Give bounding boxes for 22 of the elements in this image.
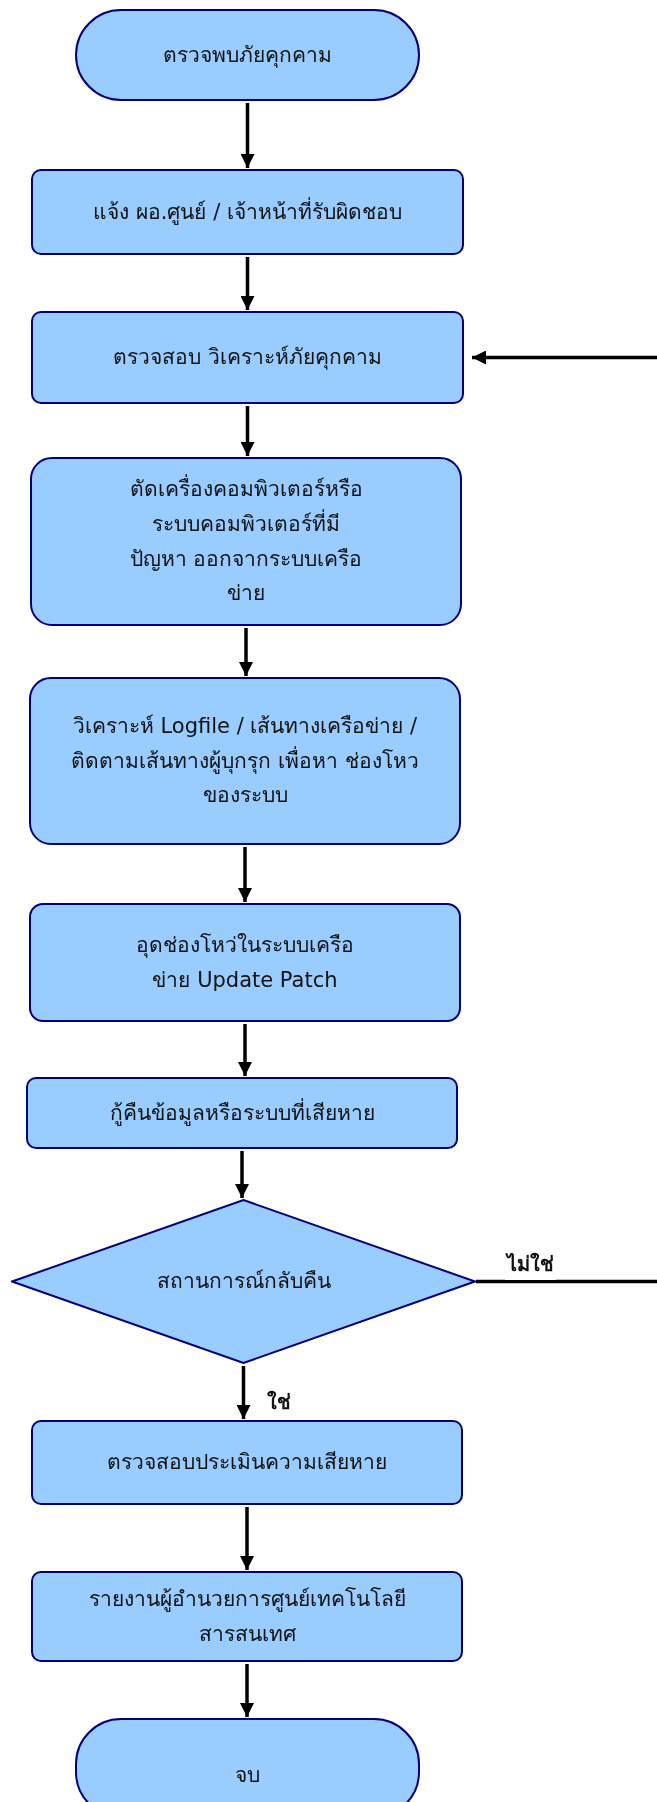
process-box: กู้คืนข้อมูลหรือระบบที่เสียหาย bbox=[26, 1077, 458, 1149]
terminator-shape: จบ bbox=[75, 1718, 420, 1802]
terminator-shape: ตรวจพบภัยคุกคาม bbox=[75, 9, 420, 101]
process-box: อุดช่องโหว่ในระบบเครือข่าย Update Patch bbox=[29, 903, 461, 1022]
arrow bbox=[472, 350, 657, 1284]
arrow bbox=[238, 1024, 252, 1076]
decision-diamond: สถานการณ์กลับคืน bbox=[11, 1199, 476, 1364]
arrow bbox=[240, 257, 255, 310]
process-box: ตรวจสอบประเมินความเสียหาย bbox=[31, 1420, 463, 1505]
process-box: ตัดเครื่องคอมพิวเตอร์หรือ ระบบคอมพิวเตอร์ที่มีปัญหา ออกจากระบบเครือข่าย bbox=[30, 457, 462, 626]
process-box: รายงานผู้อำนวยการศูนย์เทคโนโลยีสารสนเทศ bbox=[31, 1571, 463, 1662]
arrow bbox=[238, 847, 252, 902]
arrow bbox=[240, 1507, 254, 1570]
arrow bbox=[239, 628, 253, 676]
arrow bbox=[240, 103, 255, 168]
arrow bbox=[240, 1664, 254, 1717]
process-box: ตรวจสอบ วิเคราะห์ภัยคุกคาม bbox=[31, 311, 464, 404]
arrow bbox=[240, 406, 255, 456]
arrow bbox=[235, 1151, 249, 1198]
process-box: แจ้ง ผอ.ศูนย์ / เจ้าหน้าที่รับผิดชอบ bbox=[31, 169, 464, 255]
process-box: วิเคราะห์ Logfile / เส้นทางเครือข่าย / ติดตามเส้นทางผู้บุกรุก เพื่อหา ช่องโหว ของระบบ bbox=[29, 677, 461, 845]
arrow bbox=[236, 1366, 251, 1419]
